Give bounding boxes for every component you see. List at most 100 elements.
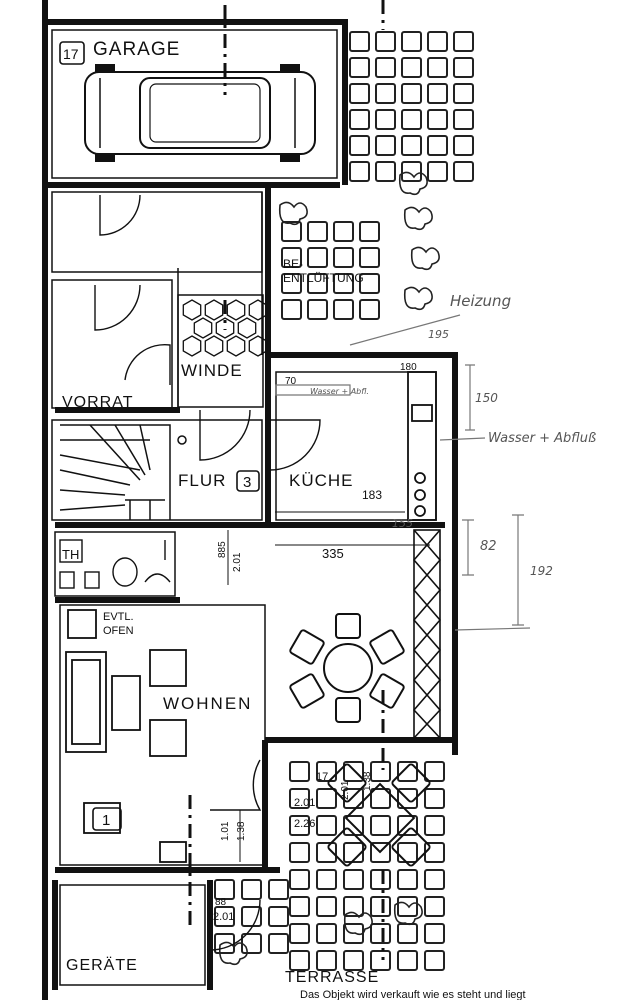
paving-tile bbox=[316, 923, 337, 944]
dim-183: 183 bbox=[362, 488, 382, 502]
paving-tile bbox=[307, 221, 328, 242]
paving-tile bbox=[370, 842, 391, 863]
room-label-garage: GARAGE bbox=[93, 39, 180, 60]
staircase bbox=[59, 424, 187, 520]
paving-tile bbox=[289, 923, 310, 944]
hex-tile bbox=[226, 299, 246, 321]
paving-tile bbox=[349, 109, 370, 130]
room-label-flur: FLUR bbox=[178, 471, 226, 490]
dim-180: 180 bbox=[400, 362, 417, 373]
hex-tile bbox=[226, 335, 246, 357]
paving-tile bbox=[349, 135, 370, 156]
paving-tile bbox=[343, 869, 364, 890]
paving-tile bbox=[268, 906, 289, 927]
wohnen-number-marker: 1 bbox=[92, 807, 122, 831]
room-label-geraete: GERÄTE bbox=[66, 956, 138, 974]
dim-138-a: 1.38 bbox=[362, 771, 373, 791]
door-swings bbox=[94, 194, 321, 951]
paving-tile bbox=[241, 879, 262, 900]
hex-tile bbox=[215, 317, 235, 339]
paving-tile bbox=[359, 273, 380, 294]
room-label-vorrat: VORRAT bbox=[62, 394, 133, 411]
paving-tile bbox=[375, 135, 396, 156]
garage-number-marker: 17 bbox=[59, 41, 85, 65]
dim-201-a: 2.01 bbox=[232, 552, 243, 572]
pencil-annotations bbox=[275, 314, 531, 631]
note-82: 82 bbox=[480, 539, 497, 554]
paving-tile bbox=[424, 950, 445, 971]
note-heizung: Heizung bbox=[450, 292, 511, 310]
paving-tile bbox=[427, 31, 448, 52]
paving-tile bbox=[375, 83, 396, 104]
note-150: 150 bbox=[475, 391, 498, 405]
paving-tile bbox=[375, 109, 396, 130]
paving-tile bbox=[268, 933, 289, 954]
paving-tile bbox=[307, 273, 328, 294]
hex-tile bbox=[248, 335, 268, 357]
paving-tile bbox=[397, 923, 418, 944]
paving-tile bbox=[397, 788, 418, 809]
hex-tile bbox=[248, 299, 268, 321]
dim-138-b: 1.38 bbox=[236, 821, 247, 841]
paving-tile bbox=[241, 933, 262, 954]
paving-tile bbox=[397, 950, 418, 971]
stove-label-ofen: OFEN bbox=[103, 625, 134, 637]
paving-tile bbox=[316, 896, 337, 917]
axis-lines bbox=[188, 0, 385, 960]
garage-number: 17 bbox=[63, 46, 79, 62]
dining-table-icon bbox=[289, 613, 405, 723]
paving-tile bbox=[289, 869, 310, 890]
dim-88: 88 bbox=[215, 897, 227, 908]
paving-tile bbox=[289, 815, 310, 836]
paving-tile bbox=[453, 83, 474, 104]
paving-tile bbox=[316, 842, 337, 863]
paving-tile bbox=[370, 896, 391, 917]
paving-tile bbox=[424, 788, 445, 809]
hex-tile bbox=[237, 317, 257, 339]
paving-tile bbox=[397, 842, 418, 863]
paving-tile bbox=[453, 57, 474, 78]
hex-tile bbox=[182, 299, 202, 321]
paving-tile bbox=[349, 31, 370, 52]
room-label-kueche: KÜCHE bbox=[289, 471, 354, 490]
paving-tile bbox=[343, 761, 364, 782]
paving-tile bbox=[453, 109, 474, 130]
dim-201-d: 2.01 bbox=[213, 911, 234, 923]
paving-tile bbox=[427, 109, 448, 130]
paving-tile bbox=[370, 923, 391, 944]
dim-101: 1.01 bbox=[220, 821, 231, 841]
paving-tile bbox=[427, 135, 448, 156]
paving-tile bbox=[289, 788, 310, 809]
paving-tile bbox=[375, 161, 396, 182]
window-lattice bbox=[412, 529, 442, 739]
paving-tile bbox=[316, 761, 337, 782]
paving-tile bbox=[375, 31, 396, 52]
paving-tile bbox=[316, 869, 337, 890]
paving-tile bbox=[289, 761, 310, 782]
paving-tile bbox=[333, 247, 354, 268]
hatch-number: 17 bbox=[316, 771, 328, 783]
room-label-wohnen: WOHNEN bbox=[163, 694, 252, 713]
paving-tile bbox=[401, 161, 422, 182]
dim-335: 335 bbox=[322, 546, 344, 561]
dim-70: 70 bbox=[285, 376, 297, 387]
paving-tile bbox=[427, 161, 448, 182]
paving-tile bbox=[424, 923, 445, 944]
paving-tile bbox=[343, 896, 364, 917]
paving-tile bbox=[289, 896, 310, 917]
paving-tile bbox=[427, 57, 448, 78]
footer-note: Das Objekt wird verkauft wie es steht un… bbox=[300, 989, 526, 1000]
paving-tile bbox=[370, 869, 391, 890]
stove-label-evtl: EVTL. bbox=[103, 611, 134, 623]
paving-tile bbox=[453, 135, 474, 156]
paving-tile bbox=[307, 247, 328, 268]
ventilation-label-2: ENTLÜFTUNG bbox=[283, 271, 364, 285]
paving-tile bbox=[343, 950, 364, 971]
dim-885: 885 bbox=[217, 541, 228, 558]
dim-201-b: 2.01 bbox=[294, 797, 315, 809]
hex-tile bbox=[193, 317, 213, 339]
paving-tile bbox=[268, 879, 289, 900]
note-wasser-small: Wasser + Abfl. bbox=[310, 387, 369, 396]
paving-grid-top bbox=[281, 31, 474, 320]
